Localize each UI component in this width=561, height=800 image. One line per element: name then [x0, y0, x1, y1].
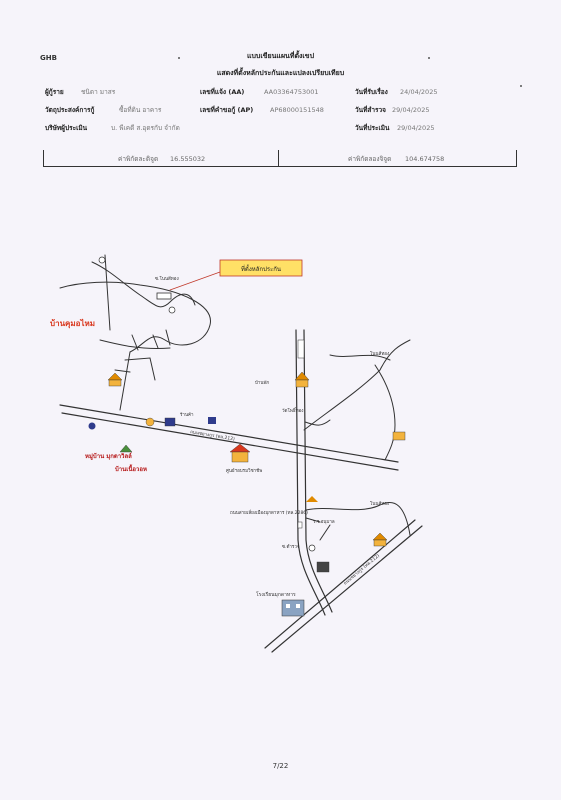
school-icon — [281, 599, 305, 617]
shop-icon — [145, 417, 216, 427]
village-road — [104, 254, 111, 331]
village-main-label: บ้านคุมอไหม — [50, 318, 95, 329]
village-road — [165, 329, 171, 346]
side-road — [319, 524, 331, 541]
village-road — [124, 357, 156, 381]
corner-code: GHB — [40, 54, 57, 62]
marker-circle — [168, 306, 176, 314]
aa-label: เลขที่แจ้ง (AA) — [200, 88, 245, 96]
small-road-label: โนนสีทอง — [370, 350, 389, 357]
survey-label: วันที่สำรวจ — [355, 106, 386, 114]
diagonal-road — [264, 519, 416, 649]
page-number: 7/22 — [272, 762, 289, 770]
applicant-value: ชนิดา มาสร — [81, 88, 116, 96]
callout-box — [219, 259, 303, 277]
form-subtitle: แสดงที่ตั้งหลักประกันและแปลงเปรียบเทียบ — [216, 69, 345, 77]
temple-label: วัดโพธิ์ทอง — [282, 406, 303, 414]
village-3-label: บ้านเนื้อวอห — [115, 463, 147, 473]
marker-circle — [98, 256, 106, 264]
small-road-label: ซ.ตำรวจ — [282, 543, 300, 550]
callout-leader — [169, 271, 221, 291]
aa-value: AA03364753001 — [264, 88, 319, 96]
village-road — [59, 281, 211, 353]
landmark-label: บ้านพัก — [255, 380, 269, 386]
village-road — [91, 261, 196, 308]
subject-plot-marker — [156, 292, 172, 300]
received-value: 24/04/2025 — [400, 88, 438, 96]
side-road — [303, 339, 411, 431]
scan-dot — [178, 57, 180, 59]
appraisal-value: 29/04/2025 — [397, 124, 435, 132]
longitude-value: 104.674758 — [405, 155, 445, 163]
side-road — [374, 364, 396, 461]
school-label: โรงเรียนมุกดาหาร — [256, 591, 296, 598]
marker-circle — [308, 544, 316, 552]
house-icon — [88, 372, 406, 573]
village-road — [119, 351, 131, 411]
temple-icon — [294, 371, 310, 388]
small-road-label: โนนสีทอง — [370, 500, 389, 507]
latitude-label: ค่าพิกัดละติจูด — [118, 155, 159, 163]
applicant-label: ผู้กู้ราย — [45, 88, 64, 96]
scan-dot — [428, 57, 430, 59]
village-2-label: หมู่บ้าน มุกดาวิลล์ — [85, 452, 132, 461]
diagonal-road — [271, 525, 423, 653]
ap-value: AP68000151548 — [270, 106, 324, 114]
callout-text: ที่ตั้งหลักประกัน — [241, 263, 281, 273]
vertical-road — [295, 329, 326, 616]
form-title: แบบเขียนแผนที่ตั้งเขป — [246, 52, 315, 60]
survey-value: 29/04/2025 — [392, 106, 430, 114]
coordinate-divider — [278, 150, 279, 166]
small-road-label: ซ.โนนสีทอง — [155, 275, 179, 282]
side-road — [305, 502, 411, 536]
main-road — [59, 404, 399, 463]
received-label: วันที่รับเรื่อง — [355, 88, 388, 96]
ap-label: เลขที่คำขอกู้ (AP) — [200, 106, 254, 114]
side-road — [304, 419, 331, 426]
side-road — [329, 354, 391, 361]
longitude-label: ค่าพิกัดลองจิจูด — [348, 155, 392, 163]
road-sign — [297, 521, 303, 529]
building-icon — [229, 443, 251, 463]
company-label: บริษัทผู้ประเมิน — [45, 124, 88, 132]
appraisal-label: วันที่ประเมิน — [355, 124, 390, 132]
location-map: ที่ตั้งหลักประกัน บ้านคุมอไหม หมู่บ้าน ม… — [50, 254, 423, 653]
company-value: บ. พีเคดี ส.อุดรกับ จำกัด — [111, 124, 180, 132]
side-road — [305, 517, 321, 523]
scan-dot — [520, 85, 522, 87]
purpose-value: ซื้อที่ดิน อาคาร — [119, 106, 162, 114]
junction-label: ร.ร.อนุบาล — [313, 519, 335, 525]
latitude-value: 16.555032 — [170, 155, 206, 163]
village-road — [131, 334, 139, 351]
main-road — [61, 412, 399, 471]
village-road — [99, 339, 171, 349]
center-label: ศูนย์ฯอบรมวิชาชีพ — [226, 467, 262, 474]
village-road — [114, 369, 131, 373]
shop-label: ร้านค้า — [180, 412, 194, 418]
side-road-label: ถนนสายเลี่ยงเมืองมุกดาหาร (ทล.2286) — [230, 509, 308, 516]
road-sign — [297, 339, 305, 359]
village-road — [152, 334, 159, 349]
lower-road-label: ถนนชยางกูร (ทล.212) — [342, 553, 381, 587]
coordinate-box — [43, 150, 517, 167]
purpose-label: วัตถุประสงค์การกู้ — [45, 106, 95, 114]
